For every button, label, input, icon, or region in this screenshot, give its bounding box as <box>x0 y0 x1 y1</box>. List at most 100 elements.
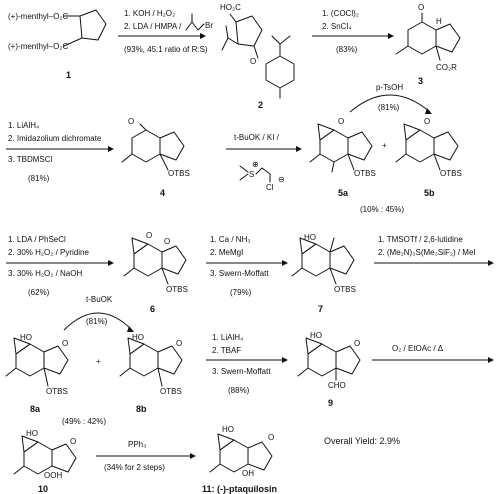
compound-11-label: 11: (-)-ptaquilosin <box>202 484 277 494</box>
step-7-reagent-1: 1. Ca / NH₃ <box>210 235 251 244</box>
step-12-arrowhead <box>190 453 196 459</box>
step-1-reagent-2: 2. LDA / HMPA / <box>124 22 182 31</box>
step-3-reagent-1: 1. LiAlH₄ <box>8 121 39 130</box>
compound-10-ketone-o: O <box>70 437 76 446</box>
step-8-arrowhead <box>488 260 494 266</box>
compound-10-label: 10 <box>38 484 48 494</box>
step-3-arrowhead <box>108 146 114 152</box>
compound-7-label: 7 <box>318 304 323 314</box>
step-6-arrowhead <box>108 260 114 266</box>
compound-5b-label: 5b <box>424 188 435 198</box>
compound-3-structure: O H CO₂R <box>395 3 461 72</box>
step-10-reagent-2: 2. TBAF <box>212 346 241 355</box>
compound-9-label: 9 <box>328 398 333 408</box>
step-1-yield: (93%, 45:1 ratio of R:S) <box>124 45 208 54</box>
step-11-reagent: O₂ / EtOAc / Δ <box>392 344 444 353</box>
compound-6-ketone-o: O <box>146 231 152 240</box>
compound-1-ester-bottom: (+)-menthyl–O₂C <box>8 42 68 51</box>
sulfonium-reagent-structure: S ⊕ Cl ⊖ <box>239 160 285 192</box>
step-10-arrowhead <box>282 357 288 363</box>
prenyl-bromide-structure: Br <box>185 13 213 31</box>
compound-6-label: 6 <box>150 304 155 314</box>
compound-6-epoxide-o: O <box>164 237 170 246</box>
step-7-reagent-2: 2. MeMgI <box>210 248 243 257</box>
step-9-yield: (81%) <box>86 317 108 326</box>
compound-3-h: H <box>436 17 442 26</box>
compound-10-hydroxyl: HO <box>26 429 38 438</box>
compound-5b-structure: O OTBS <box>395 117 462 178</box>
overall-yield: Overall Yield: 2.9% <box>324 436 400 446</box>
step-6-reagent-3: 3. 30% H₂O₂ / NaOH <box>8 269 82 278</box>
compound-3-ester: CO₂R <box>436 63 457 72</box>
compound-8a-otbs: OTBS <box>46 387 68 396</box>
compound-4-ketone-o: O <box>128 117 134 126</box>
prenyl-bromide-br: Br <box>205 21 213 30</box>
compound-11-hydroxyl-2: OH <box>242 469 254 478</box>
step-5-reagent: p-TsOH <box>376 83 403 92</box>
step-5-arrowhead <box>425 108 432 114</box>
compound-2-acid: HO₂C <box>220 3 241 12</box>
compound-9-hydroxyl: HO <box>310 331 322 340</box>
compound-2-label: 2 <box>258 100 263 110</box>
step-9-arrow <box>63 312 133 331</box>
compound-8b-label: 8b <box>136 404 147 414</box>
plus-sign-5: + <box>382 141 387 150</box>
compound-5a-label: 5a <box>338 188 349 198</box>
step-5-yield: (81%) <box>378 103 400 112</box>
compound-9-structure: HO O CHO <box>297 331 361 390</box>
compound-6-structure: O O OTBS <box>123 231 188 294</box>
step-6-reagent-2: 2. 30% H₂O₂ / Pyridine <box>8 248 89 257</box>
compound-4-label: 4 <box>160 188 165 198</box>
step-6-yield: (62%) <box>28 288 50 297</box>
compound-1-label: 1 <box>66 70 71 80</box>
step-3-yield: (81%) <box>28 174 50 183</box>
sulfonium-charge-positive: ⊕ <box>252 160 259 169</box>
step-7-reagent-3: 3. Swern-Moffatt <box>210 269 269 278</box>
compound-5a-ketone-o: O <box>338 117 344 126</box>
compound-7-otbs: OTBS <box>334 285 356 294</box>
ratio-5a-5b: (10% : 45%) <box>360 205 404 214</box>
compound-1-ester-top: (+)-menthyl–O₂C <box>8 12 68 21</box>
sulfonium-cl: Cl <box>266 183 274 192</box>
compound-1-structure: (+)-menthyl–O₂C (+)-menthyl–O₂C <box>8 9 107 51</box>
compound-9-aldehyde: CHO <box>328 381 346 390</box>
compound-9-ketone-o: O <box>354 339 360 348</box>
compound-2-ester-o: O <box>250 57 256 66</box>
step-11-arrowhead <box>488 357 494 363</box>
compound-5a-otbs: OTBS <box>354 169 376 178</box>
compound-4-structure: O OTBS <box>121 117 190 178</box>
step-6-reagent-1: 1. LDA / PhSeCl <box>8 235 66 244</box>
step-9-arrowhead <box>127 326 134 332</box>
step-9-reagent: t-BuOK <box>86 295 113 304</box>
sulfonium-charge-negative: ⊖ <box>278 175 285 184</box>
step-7-arrowhead <box>282 260 288 266</box>
compound-8a-ketone-o: O <box>62 339 68 348</box>
step-2-yield: (83%) <box>336 45 358 54</box>
compound-3-ketone-o: O <box>418 3 424 12</box>
compound-10-structure: HO O OOH <box>13 429 77 480</box>
step-3-reagent-3: 3. TBDMSCl <box>8 155 53 164</box>
step-7-yield: (79%) <box>230 288 252 297</box>
compound-11-structure: HO O OH <box>209 425 274 478</box>
step-8-reagent-2: 2. (Me₂N)₃S(Me₃SiF₂) / MeI <box>378 248 476 257</box>
step-3-reagent-2: 2. Imidazolium dichromate <box>8 134 102 143</box>
step-10-yield: (88%) <box>228 386 250 395</box>
compound-8a-hydroxyl: HO <box>20 333 32 342</box>
compound-7-hydroxyl: HO <box>304 233 316 242</box>
step-5-arrow <box>349 94 431 113</box>
compound-5b-otbs: OTBS <box>440 169 462 178</box>
step-8-reagent-1: 1. TMSOTf / 2,6-lutidine <box>378 235 463 244</box>
step-12-yield: (34% for 2 steps) <box>104 463 165 472</box>
step-1-reagent-1: 1. KOH / H₂O₂ <box>124 9 175 18</box>
compound-4-otbs: OTBS <box>168 169 190 178</box>
compound-8a-structure: HO O OTBS <box>5 333 69 396</box>
compound-3-label: 3 <box>418 76 423 86</box>
step-2-reagent-1: 1. (COCl)₂ <box>322 9 359 18</box>
compound-8b-structure: HO O OTBS <box>119 333 183 396</box>
ratio-8a-8b: (49% : 42%) <box>62 417 106 426</box>
compound-7-structure: HO OTBS <box>291 233 356 294</box>
compound-6-otbs: OTBS <box>166 285 188 294</box>
plus-sign-8: + <box>96 357 101 366</box>
step-4-arrowhead <box>296 146 302 152</box>
